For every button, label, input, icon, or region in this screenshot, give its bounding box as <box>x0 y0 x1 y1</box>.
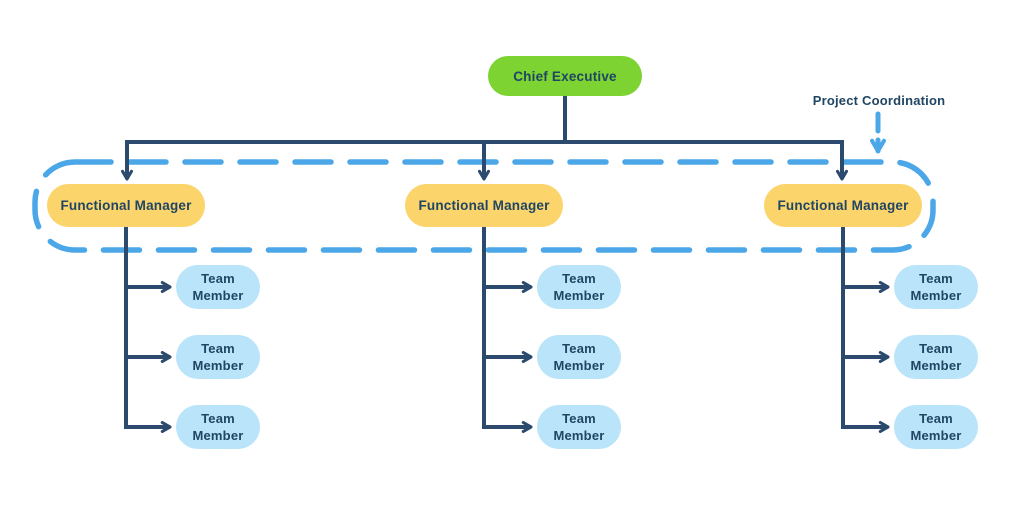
chief-executive-node: Chief Executive <box>488 56 642 96</box>
functional-manager-node: Functional Manager <box>764 184 922 227</box>
team-member-node: Team Member <box>894 405 978 449</box>
manager-to-members-connectors <box>124 227 890 434</box>
team-member-node: Team Member <box>176 405 260 449</box>
team-member-node: Team Member <box>537 405 621 449</box>
functional-manager-node: Functional Manager <box>405 184 563 227</box>
team-member-node: Team Member <box>537 265 621 309</box>
team-member-node: Team Member <box>894 265 978 309</box>
chief-to-managers-connectors <box>120 96 849 181</box>
functional-manager-node: Functional Manager <box>47 184 205 227</box>
team-member-node: Team Member <box>176 335 260 379</box>
team-member-node: Team Member <box>176 265 260 309</box>
team-member-node: Team Member <box>894 335 978 379</box>
team-member-node: Team Member <box>537 335 621 379</box>
project-coordination-label: Project Coordination <box>812 93 946 108</box>
